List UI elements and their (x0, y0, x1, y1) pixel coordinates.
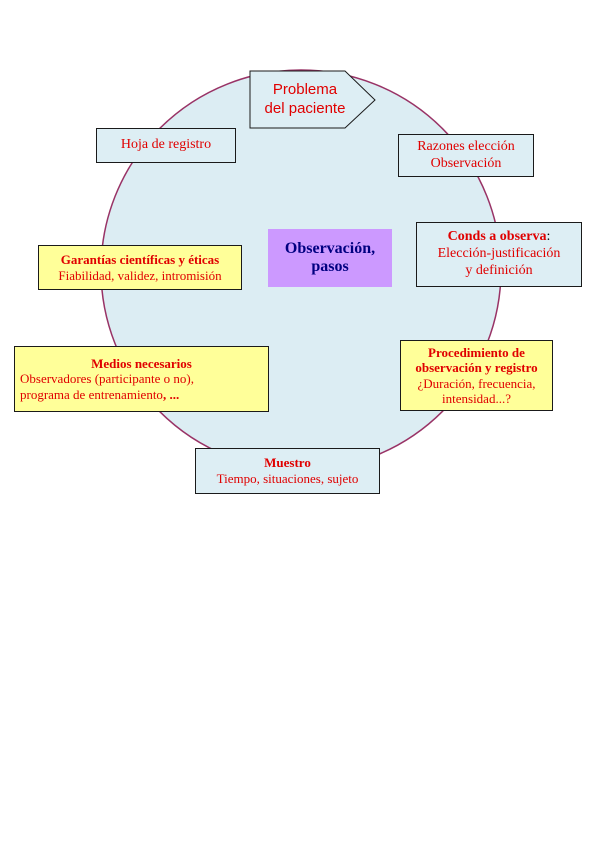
medios-line2: Observadores (participante o no), (20, 371, 194, 387)
center-node: Observación, pasos (268, 229, 392, 287)
procedimiento-title2: observación y registro (415, 360, 538, 376)
conds-suffix: : (546, 229, 551, 245)
medios-title: Medios necesarios (91, 355, 192, 371)
center-line2: pasos (311, 258, 349, 275)
problema-node: Problema del paciente (250, 71, 360, 128)
muestreo-node: Muestro Tiempo, situaciones, sujeto (195, 448, 380, 494)
conds-line3: y definición (465, 262, 533, 278)
razones-line2: Observación (430, 155, 502, 171)
hoja-label: Hoja de registro (120, 137, 212, 153)
medios-line3-bold: , ... (162, 386, 180, 402)
garantias-title: Garantías científicas y éticas (60, 251, 220, 267)
center-line1: Observación, (284, 239, 376, 257)
conds-node: Conds a observa: Elección-justificación … (416, 222, 582, 287)
razones-line1: Razones elección (417, 138, 515, 154)
conds-title: Conds a observa (447, 229, 547, 245)
medios-node: Medios necesarios Observadores (particip… (14, 346, 269, 412)
garantias-line2: Fiabilidad, validez, intromisión (58, 267, 222, 283)
problema-arrow-shape (249, 70, 376, 129)
procedimiento-line3: ¿Duración, frecuencia, (417, 375, 536, 391)
muestreo-line2: Tiempo, situaciones, sujeto (216, 471, 359, 486)
problema-line1: Problema (272, 80, 338, 98)
procedimiento-title1: Procedimiento de (428, 344, 525, 360)
medios-line3: programa de entrenamiento (20, 386, 163, 402)
procedimiento-node: Procedimiento de observación y registro … (400, 340, 553, 411)
razones-node: Razones elección Observación (398, 134, 534, 177)
medios-line3-row: programa de entrenamiento, ... (15, 387, 268, 403)
conds-line2: Elección-justificación (437, 246, 561, 262)
hoja-registro-node: Hoja de registro (96, 128, 236, 163)
problema-line2: del paciente (264, 99, 346, 117)
conds-title-row: Conds a observa: (417, 229, 581, 246)
garantias-node: Garantías científicas y éticas Fiabilida… (38, 245, 242, 290)
muestreo-title: Muestro (264, 455, 311, 471)
procedimiento-line4: intensidad...? (442, 390, 511, 406)
